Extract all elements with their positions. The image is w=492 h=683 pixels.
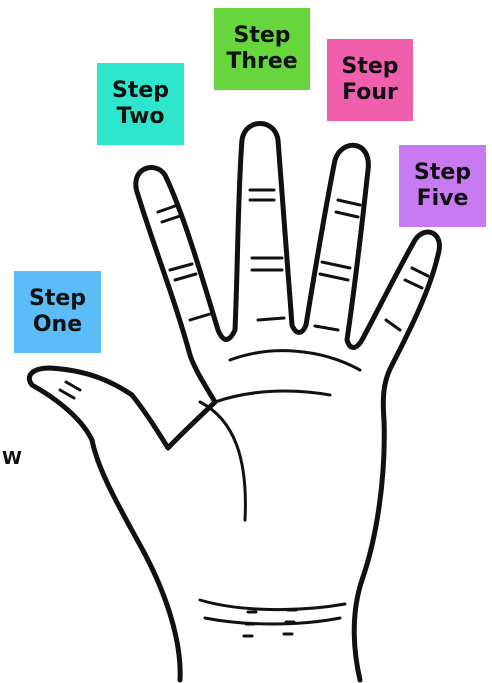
edge-letter: W [2, 448, 22, 469]
thumb-mound-crease [200, 402, 245, 520]
step-three-line1: Step [233, 23, 290, 49]
step-four-line1: Step [341, 54, 398, 80]
step-two-line1: Step [112, 78, 169, 104]
wrist-crease-2 [205, 618, 340, 624]
step-one-line1: Step [29, 286, 86, 312]
wrist-crease-1 [200, 600, 345, 610]
step-five-label: Step Five [399, 145, 486, 227]
step-two-label: Step Two [97, 63, 184, 145]
palm-upper-crease [230, 351, 360, 370]
step-three-line2: Three [226, 49, 297, 75]
step-one-line2: One [33, 312, 82, 338]
step-one-label: Step One [14, 271, 101, 353]
step-four-label: Step Four [327, 39, 413, 121]
step-five-line1: Step [414, 160, 471, 186]
step-two-line2: Two [116, 104, 164, 130]
step-five-line2: Five [417, 186, 469, 212]
hand-outline [29, 124, 439, 681]
step-four-line2: Four [342, 80, 398, 106]
step-three-label: Step Three [214, 8, 310, 90]
palm-base-line [215, 391, 330, 402]
